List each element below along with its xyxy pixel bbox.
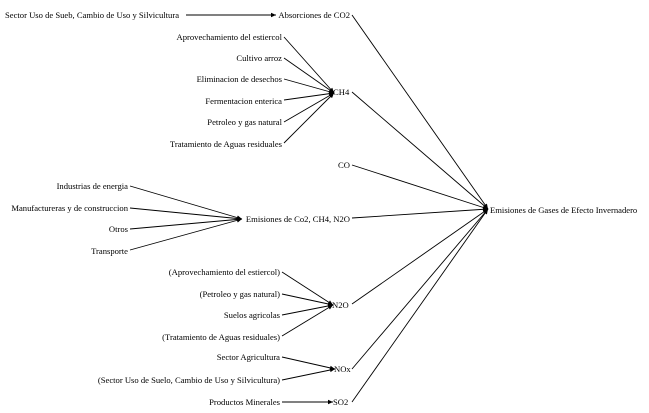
edge-petroleo-y-gas-natural-to-ch4 — [283, 92, 335, 123]
edge-emisiones-de-co2-ch4-n2o-to-emisiones-de-gases-de-efecto-invernadero — [351, 208, 489, 219]
edge-co-to-emisiones-de-gases-de-efecto-invernadero — [351, 164, 489, 210]
edge-fermentacion-enterica-to-ch4 — [283, 92, 335, 101]
edge-sector-uso-de-suelo-cambio-de-uso-y-silvicultura-to-nox — [281, 368, 336, 381]
label-aprovechamiento-estiercol-n2o: (Aprovechamiento del estiercol) — [169, 267, 280, 277]
label-tratamiento-aguas-residuales: Tratamiento de Aguas residuales — [170, 139, 283, 149]
edge-industrias-de-energia-to-emisiones-de-co2-ch4-n2o — [129, 185, 243, 220]
edge-otros-to-emisiones-de-co2-ch4-n2o — [129, 218, 243, 230]
label-root: Emisiones de Gases de Efecto Invernadero — [490, 205, 637, 215]
label-nox: NOx — [334, 364, 351, 374]
label-aprovechamiento-estiercol: Aprovechamiento del estiercol — [177, 32, 283, 42]
label-emisiones-co2-ch4-n2o: Emisiones de Co2, CH4, N2O — [246, 214, 350, 224]
label-co: CO — [338, 160, 350, 170]
label-manufactureras: Manufactureras y de construccion — [11, 203, 128, 213]
edge-so2-to-emisiones-de-gases-de-efecto-invernadero — [351, 208, 489, 403]
edge-sector-uso-de-suelo-cambio-de-uso-y-silvicultura-to-nox-arrowhead — [329, 367, 335, 373]
label-eliminacion-desechos: Eliminacion de desechos — [197, 74, 283, 84]
edge-productos-minerales-to-so2-arrowhead — [328, 399, 333, 405]
edge-sector-agricultura-to-nox — [281, 356, 336, 370]
label-ch4: CH4 — [333, 87, 350, 97]
edge-aprovechamiento-del-estiercol-to-n2o — [281, 271, 334, 306]
edge-petroleo-y-gas-natural-to-n2o — [281, 293, 334, 306]
label-petroleo-gas-natural: Petroleo y gas natural — [207, 117, 282, 127]
edge-manufactureras-y-de-construccion-to-emisiones-de-co2-ch4-n2o — [129, 207, 243, 220]
edge-tratamiento-de-aguas-residuales-to-ch4-arrowhead — [328, 93, 334, 99]
edge-so2-to-emisiones-de-gases-de-efecto-invernadero-arrowhead — [483, 209, 488, 215]
edge-tratamiento-de-aguas-residuales-to-n2o-arrowhead — [327, 305, 333, 310]
edge-eliminacion-de-desechos-to-ch4 — [283, 78, 335, 94]
label-absorciones-co2: Absorciones de CO2 — [278, 10, 350, 20]
diagram-labels: Emisiones de Gases de Efecto Invernadero… — [5, 10, 637, 407]
edge-cultivo-arroz-to-ch4 — [283, 57, 335, 94]
edge-suelos-agricolas-to-n2o — [281, 304, 334, 316]
edge-transporte-to-emisiones-de-co2-ch4-n2o-arrowhead — [236, 218, 242, 223]
edge-aprovechamiento-del-estiercol-to-ch4 — [283, 36, 335, 94]
label-transporte: Transporte — [91, 246, 128, 256]
edge-tratamiento-de-aguas-residuales-to-ch4 — [283, 92, 335, 144]
label-sector-agricultura: Sector Agricultura — [217, 352, 280, 362]
label-cultivo-arroz: Cultivo arroz — [236, 53, 282, 63]
label-n2o: N2O — [332, 300, 349, 310]
diagram-edges — [129, 12, 489, 405]
label-so2: SO2 — [333, 397, 348, 407]
label-industrias-energia: Industrias de energia — [57, 181, 129, 191]
edge-nox-to-emisiones-de-gases-de-efecto-invernadero — [351, 208, 489, 370]
label-suelos-agricolas: Suelos agricolas — [224, 310, 281, 320]
label-productos-minerales: Productos Minerales — [209, 397, 281, 407]
edge-sector-uso-de-sueb-cambio-de-uso-y-silvicultura-to-absorciones-de-co2-arrowhead — [271, 12, 276, 18]
edge-ch4-to-emisiones-de-gases-de-efecto-invernadero — [351, 91, 489, 210]
label-sector-uso-de-sueb: Sector Uso de Sueb, Cambio de Uso y Silv… — [5, 10, 179, 20]
label-sector-uso-de-suelo-nox: (Sector Uso de Suelo, Cambio de Uso y Si… — [98, 375, 280, 385]
edge-tratamiento-de-aguas-residuales-to-n2o — [281, 304, 334, 337]
edge-transporte-to-emisiones-de-co2-ch4-n2o — [129, 218, 243, 251]
label-tratamiento-aguas-residuales-n2o: (Tratamiento de Aguas residuales) — [162, 332, 280, 342]
edge-absorciones-de-co2-to-emisiones-de-gases-de-efecto-invernadero — [351, 14, 489, 210]
label-petroleo-gas-natural-n2o: (Petroleo y gas natural) — [200, 289, 281, 299]
label-otros: Otros — [109, 224, 129, 234]
edge-n2o-to-emisiones-de-gases-de-efecto-invernadero — [351, 208, 489, 305]
label-fermentacion-enterica: Fermentacion enterica — [205, 96, 282, 106]
